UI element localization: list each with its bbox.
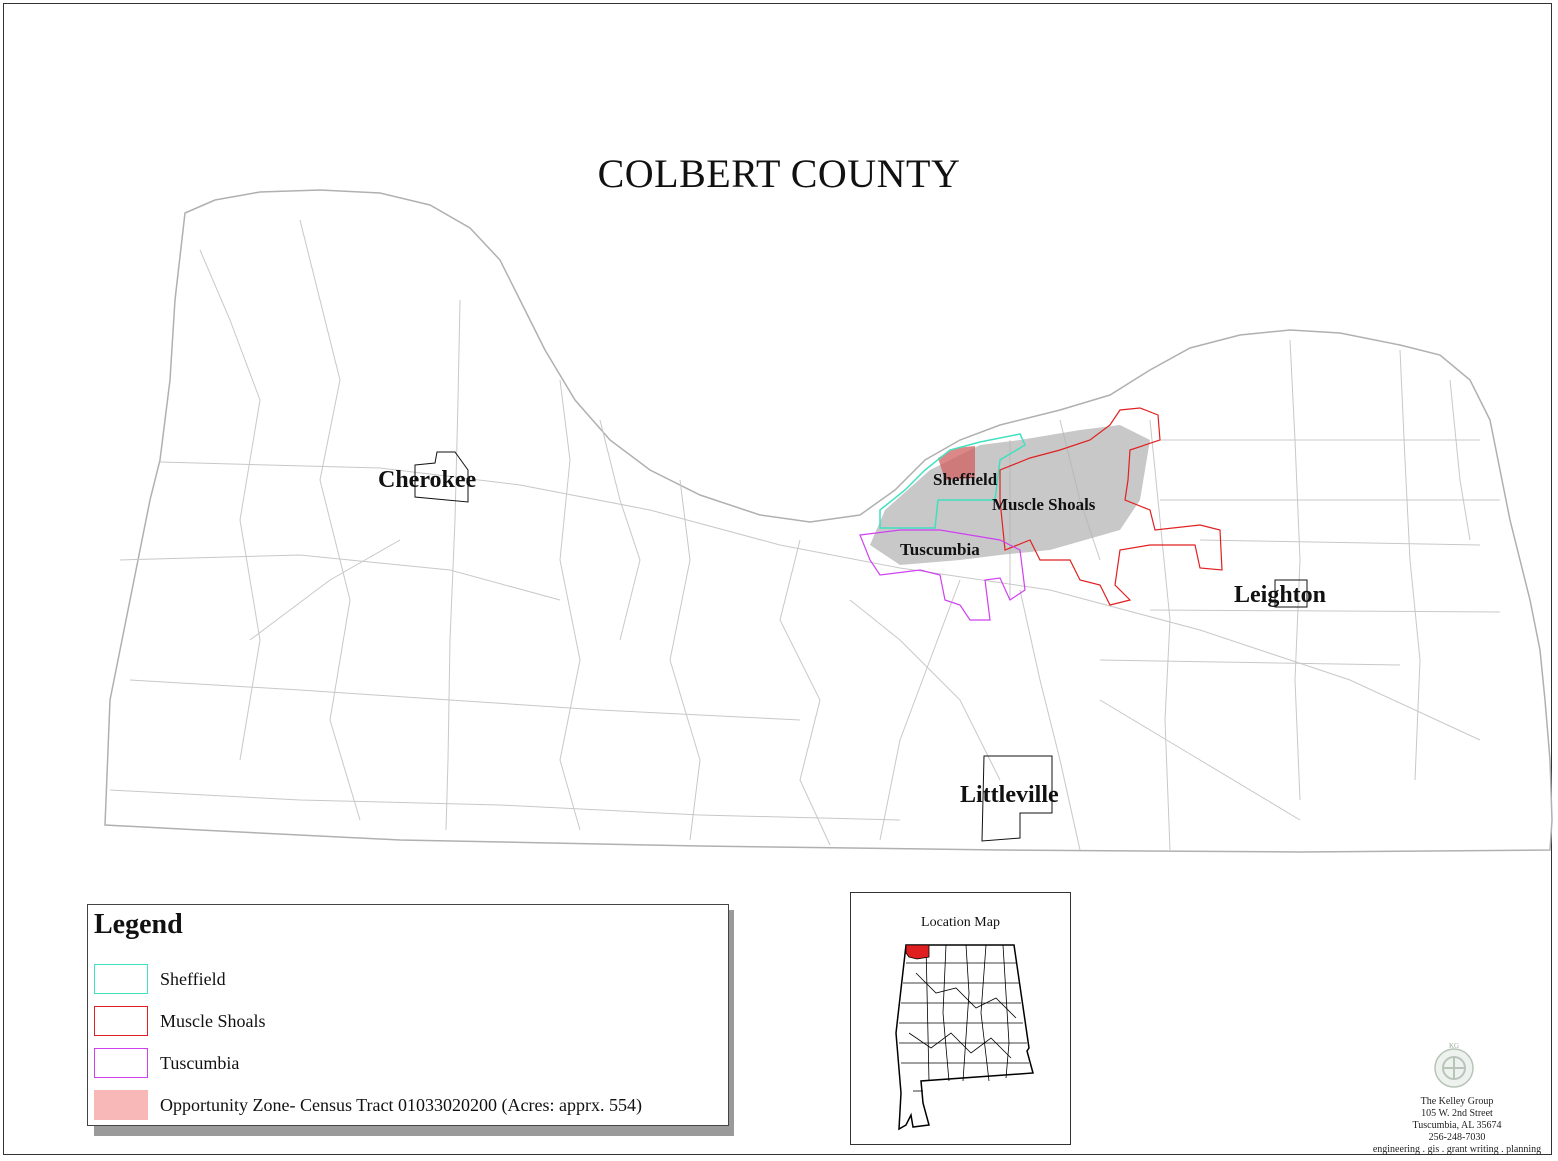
legend-swatch-opportunity-zone — [94, 1090, 148, 1120]
legend-item-muscle-shoals: Muscle Shoals — [94, 1005, 266, 1037]
legend-swatch-sheffield — [94, 964, 148, 994]
company-address2: Tuscumbia, AL 35674 — [1412, 1120, 1502, 1131]
logo-text: KG — [1449, 1042, 1459, 1050]
company-phone: 256-248-7030 — [1428, 1132, 1486, 1143]
town-label-sheffield: Sheffield — [933, 470, 998, 489]
legend-label: Sheffield — [160, 968, 226, 989]
cherokee-boundary — [414, 451, 469, 503]
company-info: The Kelley Group 105 W. 2nd Street Tuscu… — [1362, 1096, 1552, 1156]
leighton-boundary — [1274, 579, 1308, 608]
map-title: COLBERT COUNTY — [597, 151, 961, 196]
legend-item-sheffield: Sheffield — [94, 963, 226, 995]
tuscumbia-boundary — [859, 529, 1026, 621]
legend: Legend Sheffield Muscle Shoals Tuscumbia… — [87, 904, 729, 1126]
kelley-group-logo: KG — [1434, 1042, 1474, 1088]
legend-item-tuscumbia: Tuscumbia — [94, 1047, 239, 1079]
legend-label: Opportunity Zone- Census Tract 010330202… — [160, 1094, 642, 1115]
town-label-littleville: Littleville — [960, 782, 1059, 808]
legend-label: Tuscumbia — [160, 1052, 240, 1073]
colbert-county-highlight — [905, 944, 930, 960]
muscle-shoals-boundary — [999, 407, 1223, 606]
company-name: The Kelley Group — [1420, 1096, 1494, 1107]
town-label-tuscumbia: Tuscumbia — [900, 540, 980, 559]
legend-swatch-tuscumbia — [94, 1048, 148, 1078]
littleville-boundary — [981, 755, 1053, 842]
alabama-outline — [895, 944, 1034, 1131]
town-label-muscle-shoals: Muscle Shoals — [992, 495, 1096, 514]
county-outline — [104, 189, 1553, 853]
alabama-counties — [899, 944, 1029, 1092]
town-label-leighton: Leighton — [1234, 582, 1326, 608]
legend-label: Muscle Shoals — [160, 1010, 266, 1031]
location-map-inset: Location Map — [850, 892, 1071, 1145]
legend-item-opportunity-zone: Opportunity Zone- Census Tract 010330202… — [94, 1089, 642, 1121]
legend-title: Legend — [94, 909, 183, 940]
sheffield-boundary — [879, 433, 1026, 529]
company-services: engineering . gis . grant writing . plan… — [1372, 1144, 1542, 1155]
road-network — [109, 219, 1501, 851]
legend-swatch-muscle-shoals — [94, 1006, 148, 1036]
opportunity-zone-polygon — [938, 446, 975, 480]
town-label-cherokee: Cherokee — [378, 467, 477, 493]
alabama-map — [895, 944, 1034, 1131]
map-frame — [3, 3, 1552, 1155]
company-address1: 105 W. 2nd Street — [1421, 1108, 1493, 1119]
location-map-title: Location Map — [921, 915, 1000, 930]
